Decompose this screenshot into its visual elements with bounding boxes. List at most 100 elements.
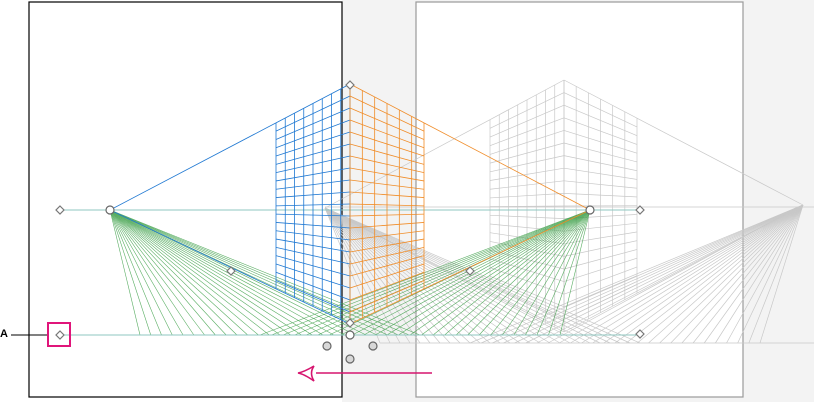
right-plane-horizontal [349,119,425,149]
left-plane-horizontal [275,131,351,157]
right-plane-horizontal [563,193,638,198]
left-plane-horizontal [275,255,351,277]
ground-right-diamond-icon [635,329,645,339]
ground-fan-line [490,209,591,336]
ground-fan-line [467,209,591,336]
right-plane-horizontal [563,266,638,295]
left-plane-horizontal [275,238,351,253]
left-plane-horizontal [489,79,565,120]
right-plane-horizontal [349,280,425,313]
left-grid-extent-diamond-icon [226,266,236,276]
right-plane-horizontal [349,222,425,229]
left-plane-guide [324,119,491,209]
right-plane-horizontal [349,191,425,198]
vertical-extent-diamond-icon [345,80,355,90]
ground-fan-line [109,209,173,336]
ground-fan-line [525,209,591,336]
ground-fan-line [324,207,611,344]
callout-label: A [0,328,8,340]
ground-fan-line [536,209,591,336]
right-plane-horizontal [563,249,638,270]
ground-fan-line [409,209,591,336]
ground-fan-line [514,204,804,344]
left-plane-horizontal [489,275,565,308]
right-plane-horizontal [563,257,638,282]
right-plane-horizontal [349,288,425,325]
ground-fan-line [536,204,804,344]
right-plane-horizontal [349,107,425,140]
right-plane-horizontal [563,180,638,189]
ground-left-diamond-icon [55,330,65,340]
left-plane-horizontal [275,107,351,140]
ground-fan-line [324,207,641,344]
right-plane-grid [349,83,591,325]
ground-fan-line [109,209,345,336]
ground-fan-line [109,209,216,336]
left-plane-horizontal [275,222,351,229]
right-plane-horizontal [563,240,638,257]
left-plane-horizontal [275,155,351,174]
right-plane-guide [423,209,591,290]
left-plane-horizontal [489,104,565,138]
ground-fan-line [748,204,804,344]
left-plane-horizontal [489,180,565,190]
ground-fan-line [109,209,238,336]
ground-fan-line [559,209,591,336]
ground-fan-line [109,209,259,336]
ground-fan-line [637,204,804,344]
ground-fan-line [659,204,804,344]
ground-fan-line [703,204,804,344]
horizon-right-diamond-icon [635,205,645,215]
ground-fan-line [109,209,421,336]
right-plane-horizontal [563,130,638,154]
ground-fan-line [109,209,388,336]
left-plane-horizontal [489,117,565,147]
ground-fan-line [340,209,591,336]
right-plane-horizontal [563,79,638,119]
left-plane-horizontal [489,130,565,155]
ground-fan-line [109,209,162,336]
right-plane-horizontal [349,263,425,289]
left-plane-horizontal [275,191,351,198]
ground-fan-line [306,209,591,336]
left-plane-horizontal [489,249,565,270]
left-plane-horizontal [275,246,351,265]
ground-fan-line [271,209,591,336]
ground-fan-line [398,209,591,336]
drag-handle-icon [345,354,355,364]
drag-handle-icon [322,341,332,351]
ground-fan-line [324,207,501,344]
ground-fan-line [432,209,591,336]
ground-fan-line [109,209,281,336]
ground-fan-line [324,207,461,344]
right-plane-horizontal [563,155,638,172]
ground-fan-line [324,207,531,344]
ground-fan-line [692,204,804,344]
ground-fan-line [109,209,184,336]
left-plane-horizontal [275,83,351,124]
right-plane-horizontal [349,213,425,217]
right-plane-horizontal [349,203,425,207]
origin-point-icon [345,330,355,340]
ground-fan-line [109,209,195,336]
ground-fan-line [581,204,804,344]
right-plane-horizontal [563,104,638,137]
left-plane-horizontal [489,232,565,245]
ground-fan-line [481,204,804,344]
ground-fan-line [625,204,804,344]
grid-widgets [55,80,645,364]
left-plane-horizontal [275,119,351,149]
ground-fan-line [317,209,591,336]
right-grid-extent-diamond-icon [465,266,475,276]
ground-fan-line [324,207,561,344]
move-arrow-icon [297,365,432,382]
ground-fan-line [109,209,367,336]
left-plane-horizontal [275,167,351,182]
ground-fan-line [681,204,804,344]
ground-fan-line [363,209,591,336]
ground-fan-line [559,204,804,344]
left-vanishing-point-icon [105,205,115,215]
ground-fan-line [614,204,804,344]
ground-fan-line [294,209,591,336]
